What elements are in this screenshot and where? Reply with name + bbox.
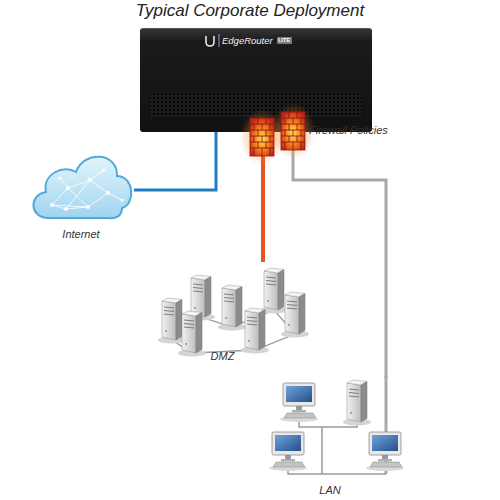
server-icon — [187, 275, 215, 321]
internet-link — [134, 132, 216, 190]
firewall-icon — [271, 103, 315, 159]
dmz-server-cluster — [158, 268, 309, 357]
node-label: LAN — [319, 484, 340, 496]
lan-node: LAN — [255, 378, 405, 498]
computer-icon — [280, 383, 318, 422]
server-icon — [343, 380, 371, 426]
computer-icon — [366, 432, 404, 471]
lan-network — [269, 376, 404, 474]
callout-label: Firewall Policies — [309, 124, 388, 136]
router-vents — [150, 92, 362, 118]
computer-icon — [269, 432, 307, 471]
diagram-title: Typical Corporate Deployment — [0, 1, 500, 21]
server-icon — [281, 292, 309, 338]
lan-link — [293, 132, 386, 378]
firewall-icon — [240, 109, 284, 165]
brand-name: EdgeRouter — [222, 35, 273, 46]
node-label: DMZ — [211, 350, 235, 362]
server-icon — [178, 311, 206, 357]
server-icon — [241, 308, 269, 354]
router-logo-mark — [206, 34, 219, 47]
dmz-link — [261, 132, 265, 262]
node-label: Internet — [62, 228, 99, 240]
internet-node: Internet — [28, 140, 134, 244]
internet-cloud-shape — [33, 157, 131, 219]
server-icon — [218, 285, 246, 331]
dmz-node: DMZ — [135, 262, 310, 368]
model-badge: LITE — [277, 37, 292, 44]
server-icon — [158, 298, 186, 344]
server-icon — [260, 268, 288, 314]
router-box: EdgeRouter LITE — [140, 28, 372, 132]
